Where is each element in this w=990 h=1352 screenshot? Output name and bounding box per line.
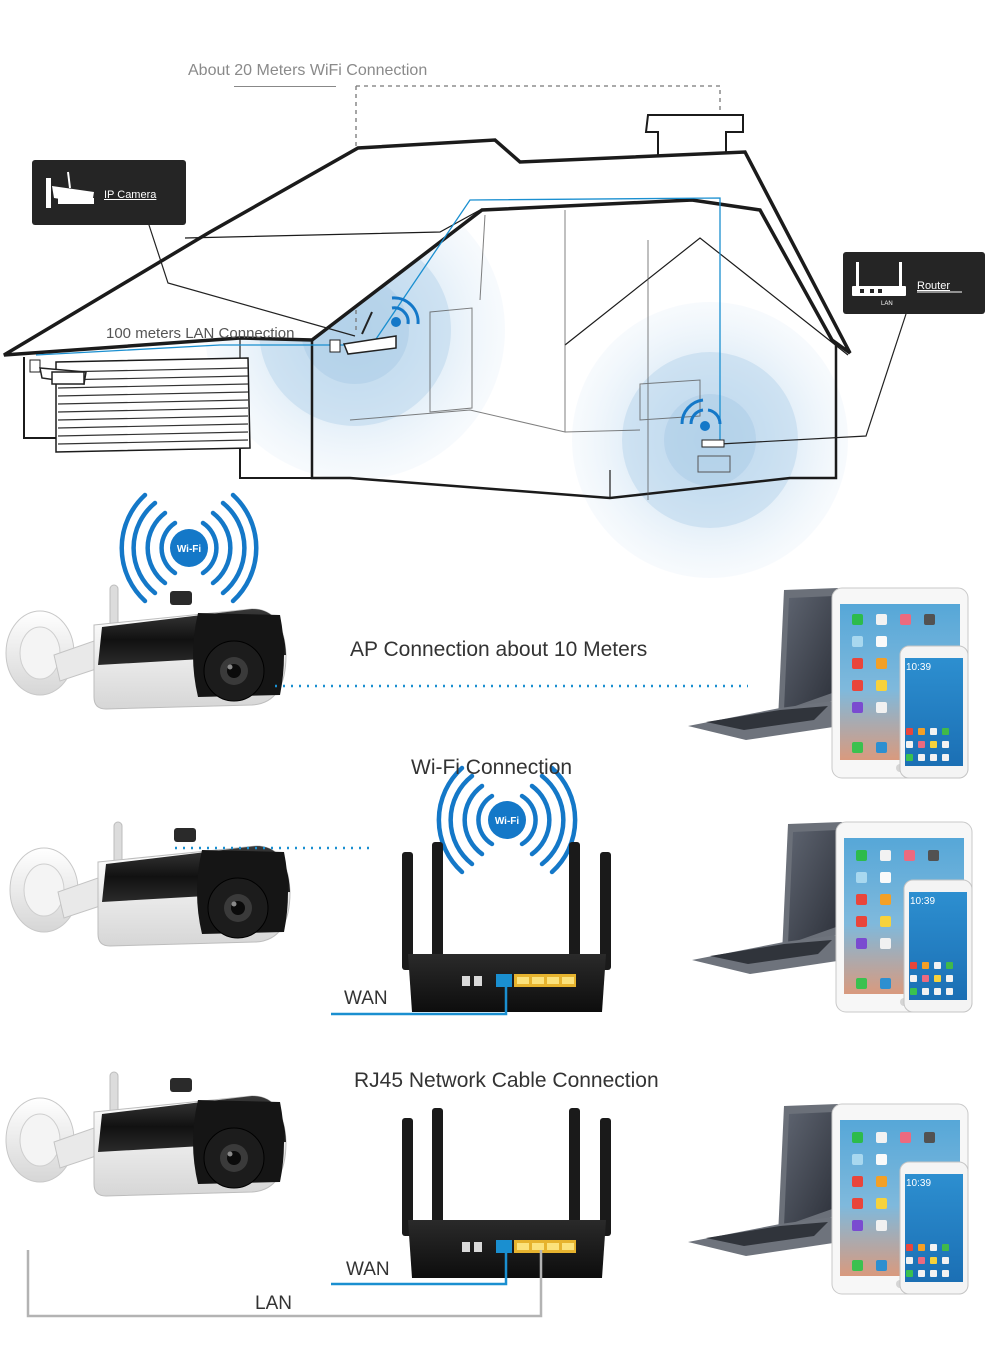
ip-camera-tag: IP Camera <box>32 160 186 225</box>
scenario-3-lan-cable <box>26 1250 543 1318</box>
house-wifi-signal-icon <box>391 296 420 327</box>
wall-camera-icon <box>329 311 397 355</box>
house-drawing <box>3 85 907 500</box>
phone-clock-1: 10:39 <box>906 662 932 673</box>
garage-camera-icon <box>29 359 87 385</box>
scenario-3-wan-label: WAN <box>346 1259 390 1280</box>
scenario-1-camera-icon <box>5 584 287 710</box>
scenario-2-title: Wi-Fi Connection <box>411 756 573 779</box>
router-tag-label: Router <box>917 280 951 292</box>
router-tag: Router LAN <box>843 252 985 314</box>
scenario-3-title: RJ45 Network Cable Connection <box>354 1069 659 1092</box>
phone-clock-3: 10:39 <box>906 1178 932 1189</box>
scenario-1-title: AP Connection about 10 Meters <box>350 638 648 661</box>
scenario-3-wan-cable <box>331 1250 508 1286</box>
phone-clock-2: 10:39 <box>910 896 936 907</box>
scenario-2-wifi-badge-icon <box>436 765 578 875</box>
wifi-range-underline <box>234 86 336 87</box>
scenario-2-camera-icon <box>9 821 291 947</box>
wifi-range-label: About 20 Meters WiFi Connection <box>188 62 428 79</box>
router-tag-port-label: LAN <box>881 301 893 307</box>
scenario-3-camera-icon <box>5 1071 287 1197</box>
scenario-3-lan-label: LAN <box>255 1293 292 1314</box>
house-router-wifi-signal-icon <box>680 398 731 473</box>
scenario-2-wifi-badge: Wi-Fi <box>495 816 520 827</box>
scenario-1-wifi-badge: Wi-Fi <box>177 544 202 555</box>
scenario-2-wan-label: WAN <box>344 988 388 1009</box>
scenario-2-wan-cable <box>331 980 508 1016</box>
ip-camera-tag-label: IP Camera <box>104 189 157 201</box>
scenario-1-wifi-badge-icon <box>119 492 259 604</box>
lan-range-label: 100 meters LAN Connection <box>106 325 295 342</box>
